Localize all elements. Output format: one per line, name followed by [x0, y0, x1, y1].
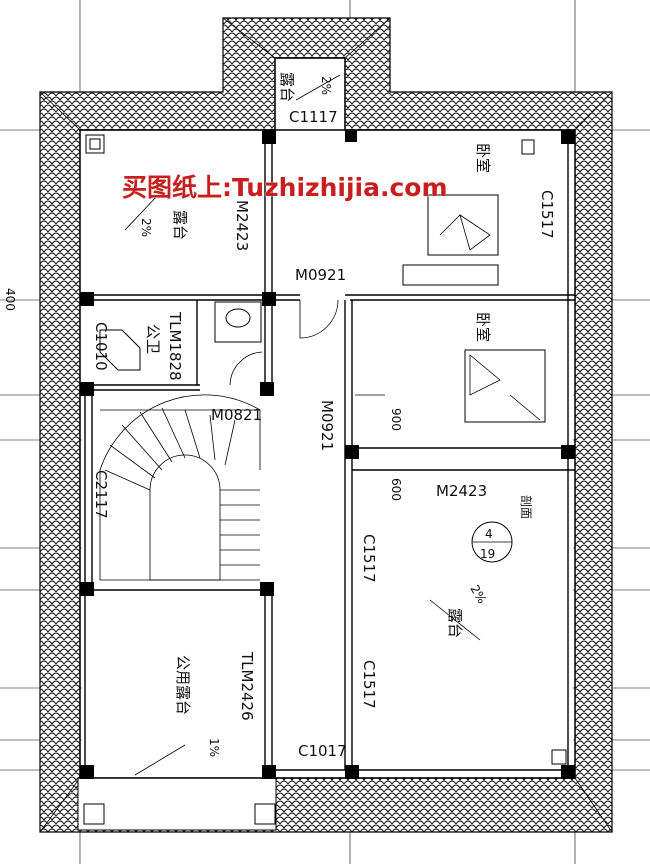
- door-m2423-east: M2423: [436, 482, 487, 500]
- toilet-name: 公卫: [144, 324, 162, 354]
- nw-terrace-name: 露台: [171, 210, 189, 240]
- dim-left-edge: 400: [3, 288, 17, 311]
- bed-1-icon: [402, 194, 499, 286]
- walls: [79, 57, 576, 779]
- door-tlm1828: TLM1828: [166, 311, 184, 381]
- window-c1517-a: C1517: [360, 534, 378, 583]
- south-terrace-name: 公用露台: [174, 655, 192, 715]
- door-m0921-top: M0921: [295, 266, 346, 284]
- window-c1517-bedroom: C1517: [538, 190, 556, 239]
- dim-600: 600: [389, 478, 403, 501]
- window-c1017: C1017: [298, 742, 347, 760]
- dim-900: 900: [389, 408, 403, 431]
- section-number: 4: [485, 527, 493, 541]
- staircase: [99, 394, 261, 581]
- section-sheet: 19: [480, 547, 495, 561]
- labels: 露台 2% C1117 露台 2% M2423 卧室 C1517 卧室 M092…: [92, 72, 556, 760]
- slope-arrows: [124, 74, 481, 776]
- door-m0821: M0821: [211, 406, 262, 424]
- door-tlm2426: TLM2426: [238, 651, 256, 721]
- south-terrace-slope: 1%: [207, 738, 221, 757]
- top-terrace-name: 露台: [278, 72, 296, 102]
- toilet-fixtures-icon: [99, 301, 262, 371]
- section-label: 剖面: [519, 495, 533, 519]
- top-terrace-slope: 2%: [319, 76, 333, 95]
- door-m0921-side: M0921: [318, 400, 336, 451]
- bedroom-2-name: 卧室: [474, 312, 492, 342]
- window-c1117: C1117: [289, 108, 338, 126]
- watermark: 买图纸上:Tuzhizhijia.com: [122, 173, 448, 202]
- drain-squares: [83, 134, 567, 825]
- door-m2423-nw: M2423: [233, 200, 251, 251]
- door-swings: [229, 299, 385, 396]
- window-c1010: C1010: [92, 322, 110, 371]
- bed-2-icon: [464, 349, 546, 423]
- window-c1517-b: C1517: [360, 660, 378, 709]
- nw-terrace-slope: 2%: [139, 218, 153, 237]
- bedroom-1-name: 卧室: [474, 143, 492, 173]
- section-marker: 4 19 剖面: [471, 495, 533, 563]
- columns: [80, 130, 575, 779]
- east-terrace-name: 露台: [446, 608, 464, 638]
- window-c2117: C2117: [92, 470, 110, 519]
